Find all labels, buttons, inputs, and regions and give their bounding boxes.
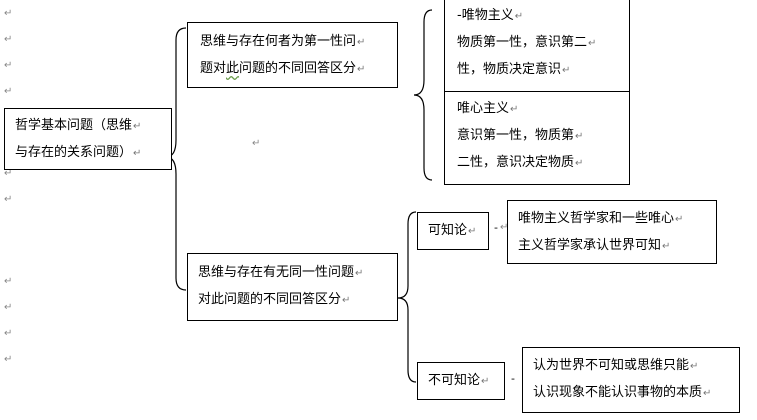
paragraph-mark: ↵ (4, 86, 13, 97)
materialism-node: -唯物主义↵ 物质第一性，意识第二↵ 性，物质决定意识↵ (444, 0, 630, 92)
paragraph-mark: ↵ (4, 354, 13, 365)
knowable-dash: - (494, 221, 498, 234)
paragraph-mark: ↵ (4, 276, 13, 287)
paragraph-mark: ↵ (4, 302, 13, 313)
paragraph-mark: ↵ (4, 328, 13, 339)
paragraph-mark: ↵ (4, 34, 13, 45)
paragraph-mark: ↵ (500, 222, 509, 233)
q2-brace (397, 211, 417, 383)
paragraph-mark: ↵ (252, 138, 261, 149)
agnostic-description: 认为世界不可知或思维只能↵ 认识现象不能认识事物的本质↵ (522, 347, 740, 413)
paragraph-mark: ↵ (4, 194, 13, 205)
first-question-node: 思维与存在何者为第一性问↵ 题对此问题的不同回答区分↵ (187, 22, 398, 88)
paragraph-mark: ↵ (4, 168, 13, 179)
agnostic-node: 不可知论↵ (417, 362, 505, 400)
q1-brace (413, 9, 433, 181)
root-node: 哲学基本问题（思维↵ 与存在的关系问题）↵ (4, 108, 172, 170)
paragraph-mark: ↵ (4, 8, 13, 19)
paragraph-mark: ↵ (4, 60, 13, 71)
knowable-description: 唯物主义哲学家和一些唯心↵ 主义哲学家承认世界可知↵ (507, 200, 717, 264)
knowable-node: 可知论↵ (417, 212, 489, 250)
idealism-node: 唯心主义↵ 意识第一性，物质第↵ 二性，意识决定物质↵ (444, 91, 630, 185)
second-question-node: 思维与存在有无同一性问题↵ 对此问题的不同回答区分↵ (187, 253, 398, 321)
agnostic-dash: - (511, 372, 515, 385)
